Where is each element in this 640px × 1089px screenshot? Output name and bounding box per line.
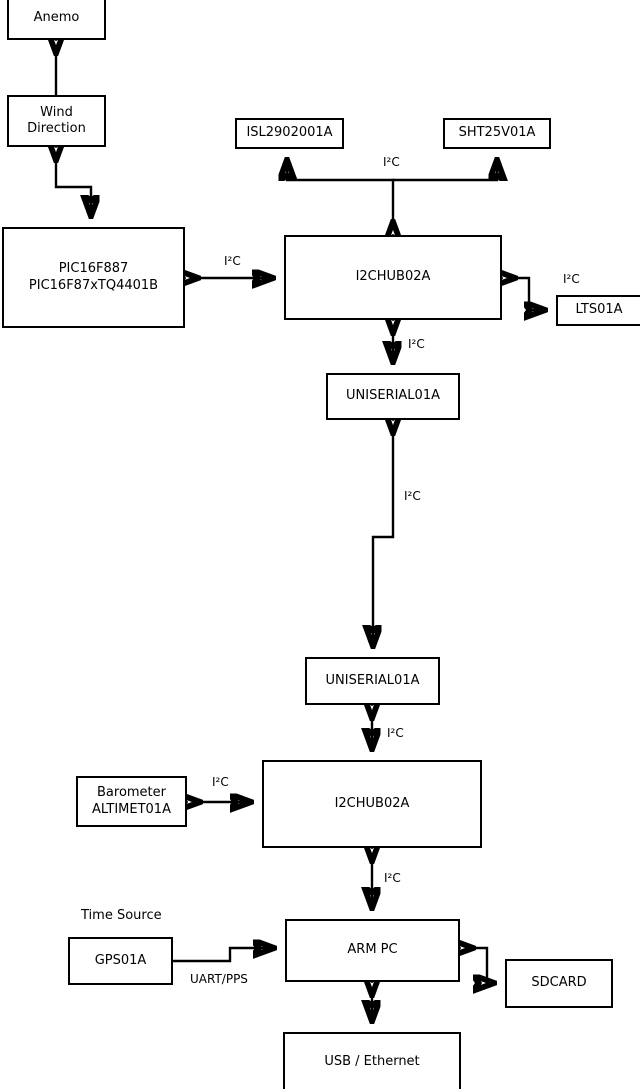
edge-label-i2c-hubbottom-armpc: I²C <box>384 871 401 885</box>
edge-label-i2c-uniserial-hubbottom: I²C <box>387 726 404 740</box>
node-gps01a[interactable]: GPS01A <box>68 937 173 985</box>
connector-gps-armpc <box>173 948 273 963</box>
node-sht25v01a[interactable]: SHT25V01A <box>443 118 551 149</box>
connector-hubtop-lts <box>514 278 544 310</box>
node-pic-microcontroller[interactable]: PIC16F887 PIC16F87xTQ4401B <box>2 227 185 328</box>
connector-wind-pic <box>56 159 91 215</box>
edge-label-i2c-hubtop-bus: I²C <box>383 155 400 169</box>
node-i2chub02a-top[interactable]: I2CHUB02A <box>284 235 502 320</box>
node-uniserial01a-upper[interactable]: UNISERIAL01A <box>326 373 460 420</box>
node-arm-pc[interactable]: ARM PC <box>285 919 460 982</box>
node-isl2902001a[interactable]: ISL2902001A <box>235 118 344 149</box>
node-i2chub02a-bottom[interactable]: I2CHUB02A <box>262 760 482 848</box>
node-uniserial01a-lower[interactable]: UNISERIAL01A <box>305 657 440 705</box>
edge-label-i2c-uniserial-link: I²C <box>404 489 421 503</box>
connector-bus-sht <box>393 161 497 182</box>
node-anemo[interactable]: Anemo <box>7 0 106 40</box>
node-sdcard[interactable]: SDCARD <box>505 959 613 1008</box>
node-barometer-altimet01a[interactable]: Barometer ALTIMET01A <box>76 776 187 827</box>
node-wind-direction[interactable]: Wind Direction <box>7 95 106 147</box>
node-lts01a[interactable]: LTS01A <box>556 295 640 326</box>
label-time-source: Time Source <box>81 908 162 923</box>
edge-label-i2c-hubtop-lts: I²C <box>563 272 580 286</box>
edge-label-i2c-hubtop-uniserial: I²C <box>408 337 425 351</box>
connector-uniserial-link <box>373 432 393 645</box>
edge-label-i2c-pic-hubtop: I²C <box>224 254 241 268</box>
connector-armpc-sdcard <box>472 948 493 983</box>
edge-label-i2c-barometer-hubbottom: I²C <box>212 775 229 789</box>
connector-hubtop-bus <box>287 161 393 223</box>
edge-label-uart-pps: UART/PPS <box>190 972 248 986</box>
node-usb-ethernet[interactable]: USB / Ethernet <box>283 1032 461 1089</box>
